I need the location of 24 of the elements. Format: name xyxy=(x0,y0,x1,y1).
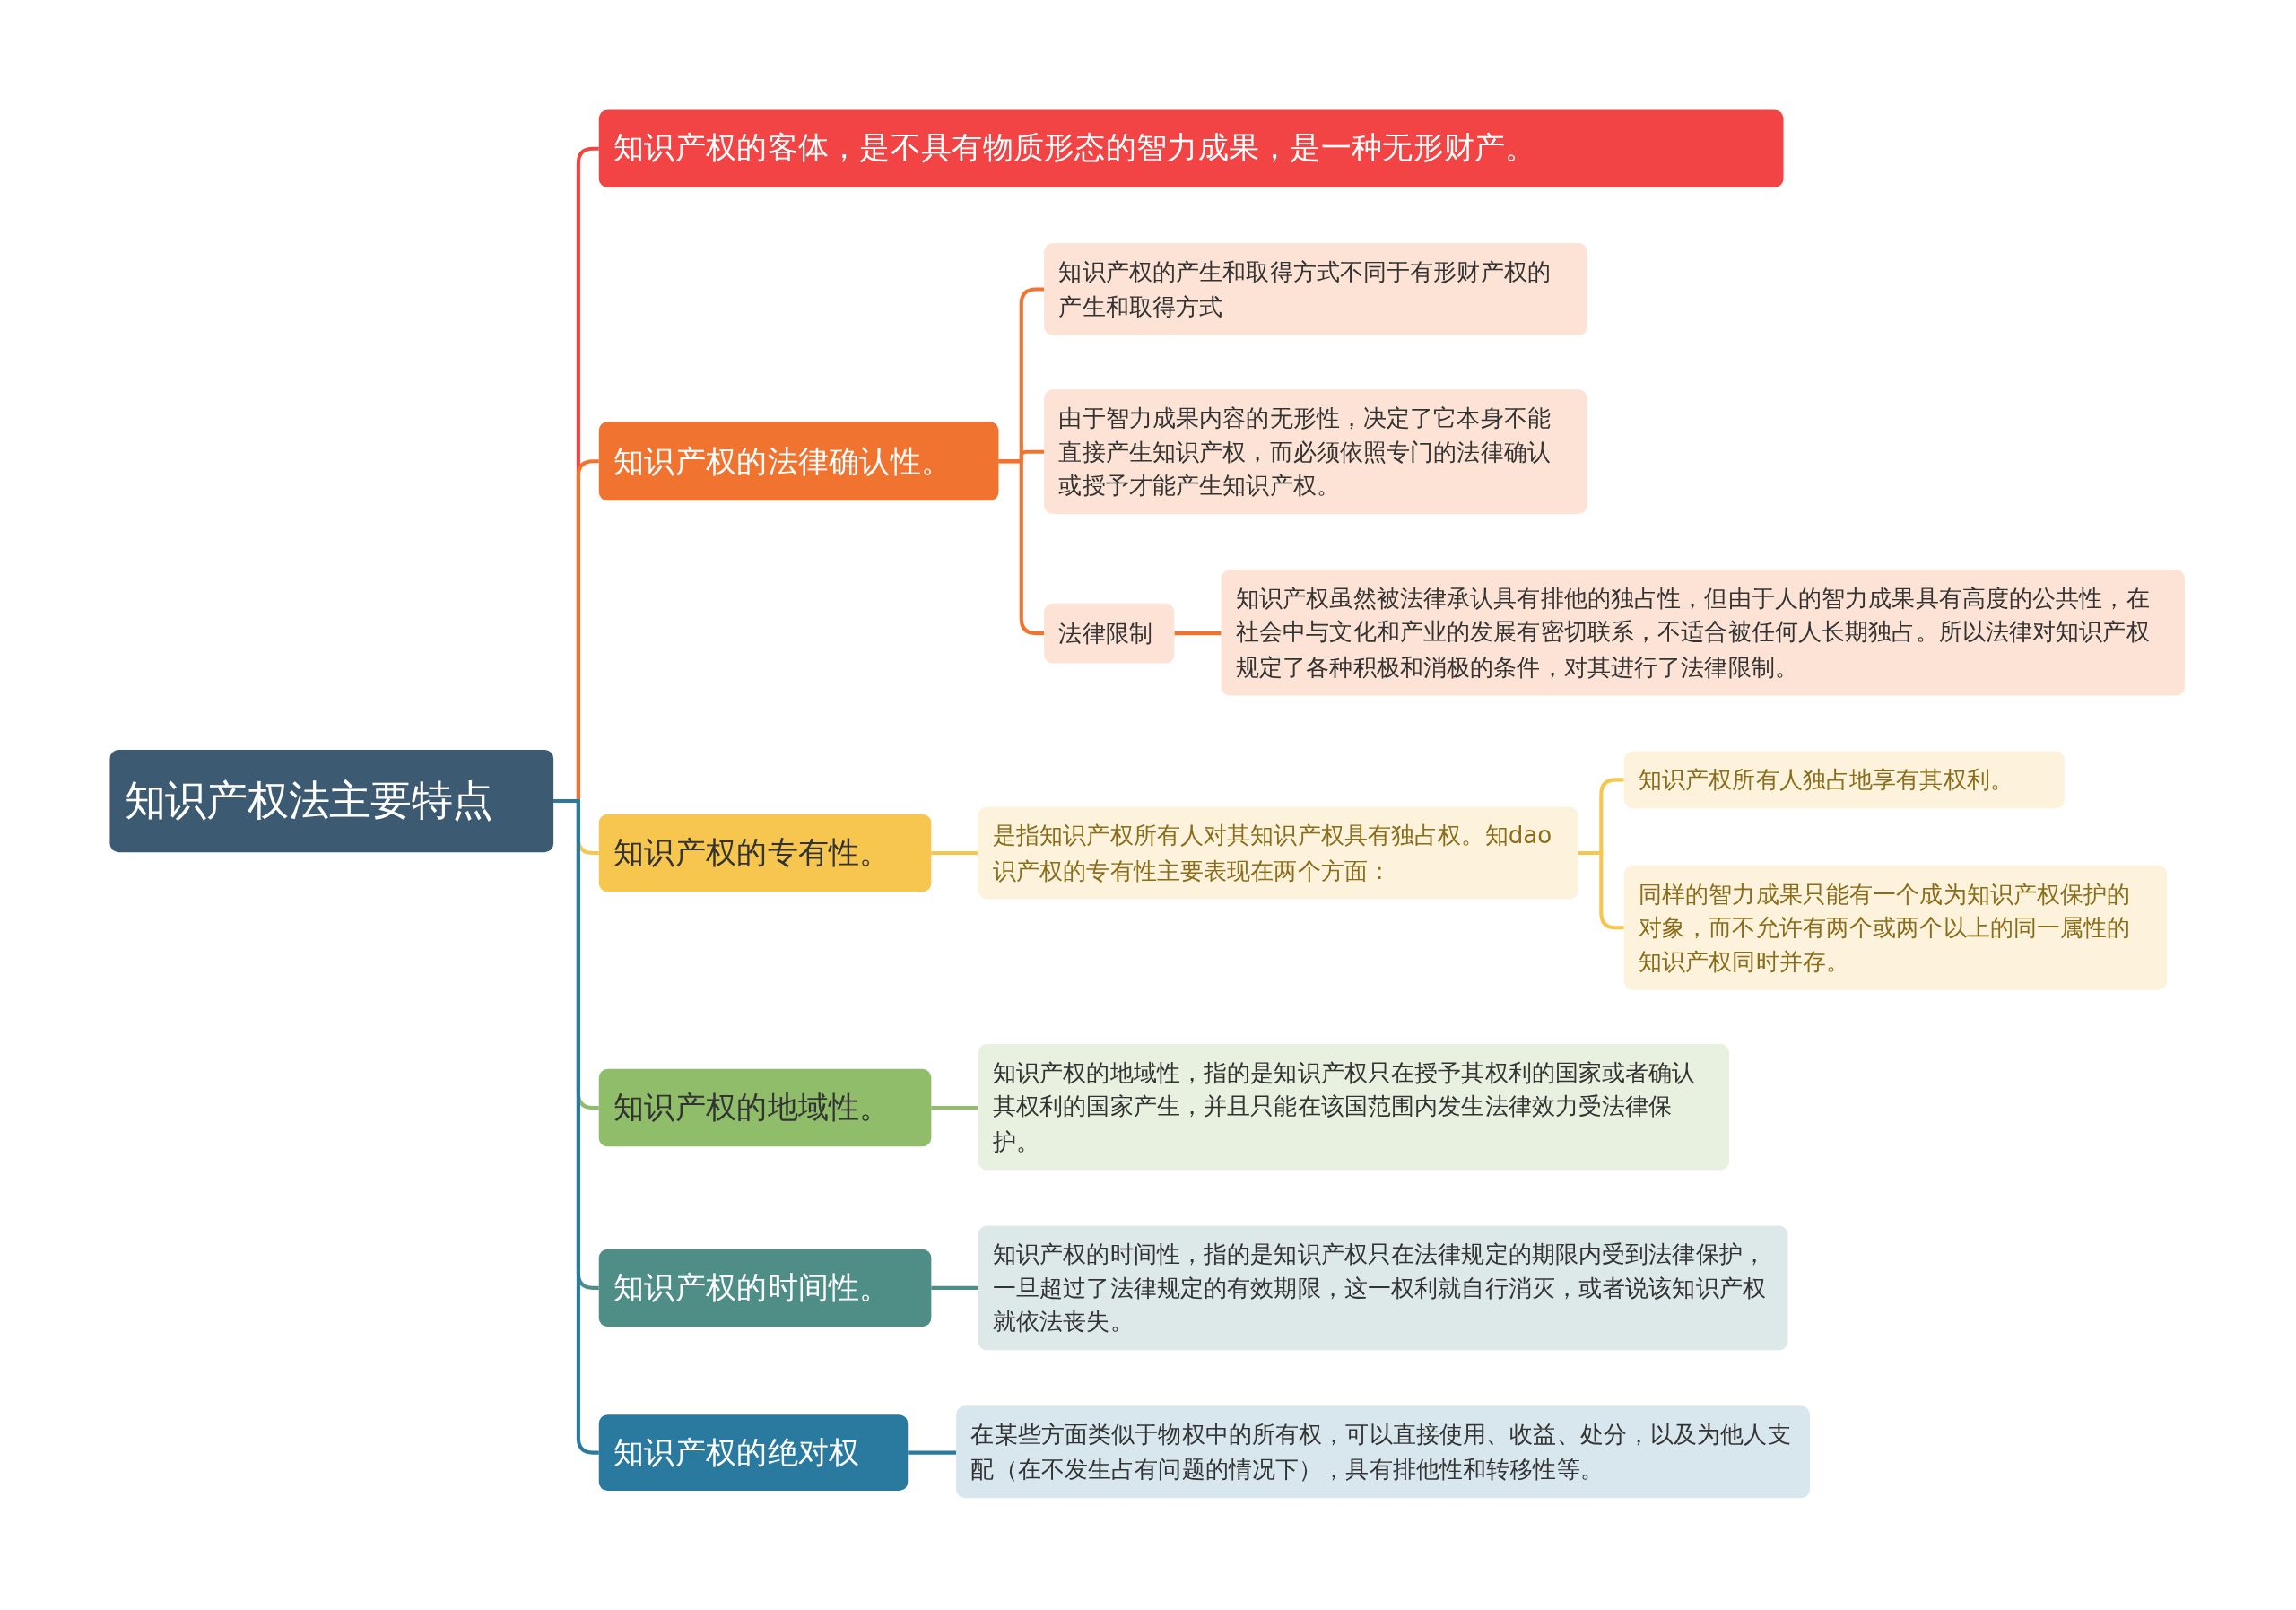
connector xyxy=(1174,631,1222,636)
note-box: 同样的智力成果只能有一个成为知识产权保护的对象，而不允许有两个或两个以上的同一属性的知识产权同时并存。 xyxy=(1623,865,2168,990)
connector xyxy=(908,1450,957,1455)
note-box: 在某些方面类似于物权中的所有权，可以直接使用、收益、处分，以及为他人支配（在不发生占有问题的情况下），具有排他性和转移性等。 xyxy=(956,1405,1810,1499)
branch-box: 知识产权的地域性。 xyxy=(598,1068,932,1147)
note-box: 知识产权的产生和取得方式不同于有形财产权的产生和取得方式 xyxy=(1044,243,1587,335)
branch-box: 知识产权的绝对权 xyxy=(598,1414,909,1492)
branch-box: 知识产权的客体，是不具有物质形态的智力成果，是一种无形财产。 xyxy=(598,109,1784,187)
connector xyxy=(998,459,1045,636)
note-box: 是指知识产权所有人对其知识产权具有独占权。知dao识产权的专有性主要表现在两个方面： xyxy=(978,806,1578,900)
branch-box: 知识产权的法律确认性。 xyxy=(598,422,999,501)
note-box: 由于智力成果内容的无形性，决定了它本身不能直接产生知识产权，而必须依照专门的法律确认或授予才能产生知识产权。 xyxy=(1044,389,1587,515)
connector xyxy=(931,851,978,856)
connector xyxy=(1578,851,1624,930)
note-box: 知识产权的时间性，指的是知识产权只在法律规定的期限内受到法律保护，一旦超过了法律规定的有效期限，这一权利就自行消灭，或者说该知识产权就依法丧失。 xyxy=(978,1225,1788,1351)
branch-box: 知识产权的时间性。 xyxy=(598,1249,932,1327)
note-box: 法律限制 xyxy=(1044,603,1175,664)
note-box: 知识产权虽然被法律承认具有排他的独占性，但由于人的智力成果具有高度的公共性，在社会中与文化和产业的发展有密切联系，不适合被任何人长期独占。所以法律对知识产权规定了各种积极和消极的条件，对其进行了法律限制。 xyxy=(1221,570,2185,696)
note-box: 知识产权的地域性，指的是知识产权只在授予其权利的国家或者确认其权利的国家产生，并且只能在该国范围内发生法律效力受法律保护。 xyxy=(978,1044,1730,1171)
connector xyxy=(931,1285,978,1290)
topic-box: 知识产权法主要特点 xyxy=(109,749,554,853)
note-box: 知识产权所有人独占地享有其权利。 xyxy=(1623,751,2066,809)
branch-box: 知识产权的专有性。 xyxy=(598,814,932,892)
connector xyxy=(931,1106,978,1110)
